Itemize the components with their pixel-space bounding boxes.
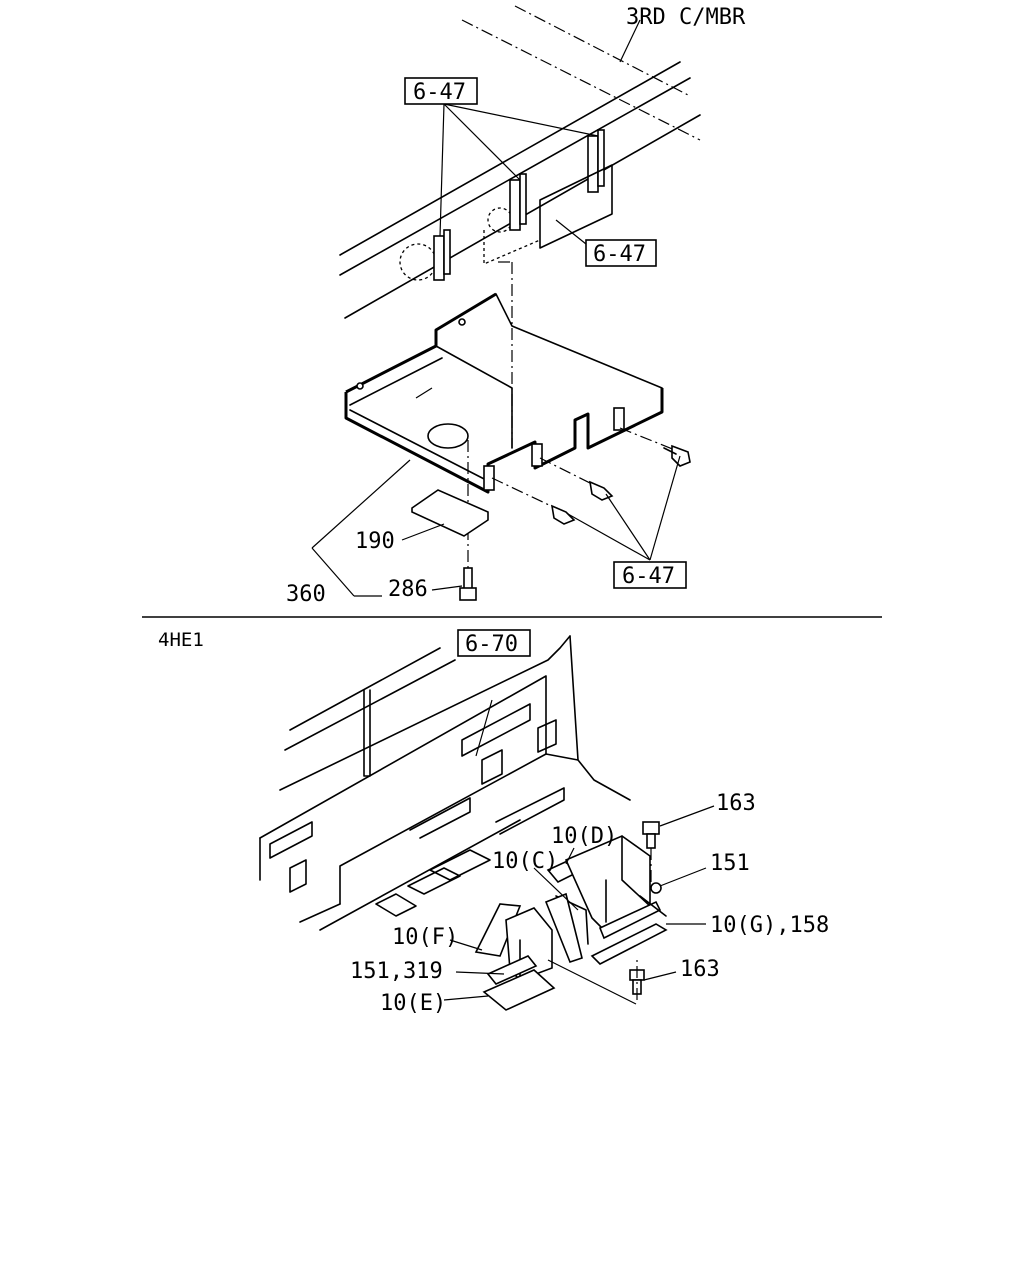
frame-hole-icon bbox=[487, 207, 513, 233]
part-label-10c: 10(C) bbox=[492, 849, 558, 874]
leader-lines bbox=[443, 699, 715, 1001]
alignment-lines bbox=[467, 261, 681, 570]
part-label-10g-158: 10(G),158 bbox=[710, 913, 829, 938]
part-label-286: 286 bbox=[388, 577, 428, 602]
part-label-10f: 10(F) bbox=[392, 925, 458, 950]
cab-panel bbox=[259, 635, 631, 931]
part-label-163-top: 163 bbox=[716, 791, 756, 816]
lower-assembly: 4HE1 bbox=[158, 629, 829, 1016]
bracket-assembly-right bbox=[546, 835, 668, 965]
ref-box-cab bbox=[457, 629, 531, 657]
frame-member bbox=[339, 5, 701, 319]
part-label-151: 151 bbox=[710, 851, 750, 876]
frame-hole-icon bbox=[399, 243, 437, 281]
spacer-plate bbox=[411, 489, 489, 537]
ref-box-bracket bbox=[585, 239, 657, 267]
ref-label-bracket: 6-47 bbox=[593, 242, 646, 267]
ref-box-top bbox=[404, 77, 478, 105]
frame-bracket bbox=[433, 129, 613, 281]
ref-label-cab: 6-70 bbox=[465, 632, 518, 657]
bracket-assembly-left bbox=[474, 892, 583, 1011]
bolt-icon bbox=[663, 444, 691, 467]
upper-assembly: 3RD C/MBR 6-47 6-47 6-47 190 360 286 bbox=[286, 5, 746, 607]
part-label-360: 360 bbox=[286, 582, 326, 607]
bolt-icon bbox=[550, 504, 576, 525]
part-label-10d: 10(D) bbox=[551, 824, 617, 849]
part-label-10e: 10(E) bbox=[380, 991, 446, 1016]
bolt-group bbox=[459, 444, 691, 601]
tray-hole-icon bbox=[427, 423, 469, 449]
ref-box-bolts bbox=[613, 561, 687, 589]
bolt-icon bbox=[642, 821, 660, 849]
ref-label-bolts: 6-47 bbox=[622, 564, 675, 589]
part-label-190: 190 bbox=[355, 529, 395, 554]
leader-lines bbox=[311, 103, 681, 597]
battery-tray bbox=[344, 292, 664, 494]
ref-label-top: 6-47 bbox=[413, 80, 466, 105]
engine-label: 4HE1 bbox=[158, 629, 204, 651]
frame-member-label: 3RD C/MBR bbox=[626, 5, 746, 30]
alignment-line bbox=[547, 959, 637, 1005]
part-label-163-bottom: 163 bbox=[680, 957, 720, 982]
part-label-151-319: 151,319 bbox=[350, 959, 443, 984]
bolt-icon bbox=[459, 567, 477, 601]
